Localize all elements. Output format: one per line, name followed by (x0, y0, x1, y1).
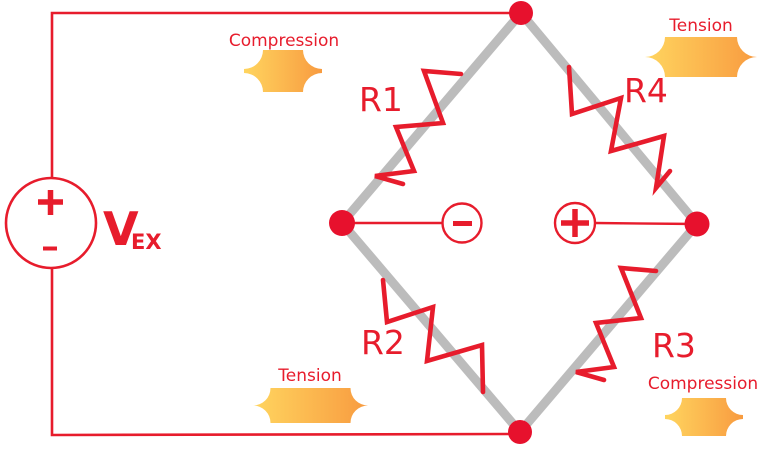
resistor-label-r1: R1 (359, 80, 403, 119)
bridge-arms (338, 10, 701, 435)
node-right (684, 211, 710, 237)
voltage-symbol: V (103, 202, 139, 256)
gauge-zigzag-r4 (566, 64, 673, 196)
node-bottom (508, 420, 532, 444)
arm-r4 (517, 10, 701, 227)
compression-badge-bottom-right (665, 398, 743, 436)
arm-r1 (338, 10, 525, 226)
node-top (509, 1, 533, 25)
tension-badge-top-right (645, 37, 757, 77)
resistor-label-r2: R2 (361, 323, 405, 362)
plus-icon (561, 209, 589, 237)
tension-label-bottom-left: Tension (278, 366, 342, 386)
voltage-source-circle (4, 176, 98, 270)
compression-label-bottom-right: Compression (647, 374, 759, 394)
output-lead-plus (594, 221, 698, 226)
voltage-subscript: EX (131, 230, 162, 254)
gauge-zigzag-r1 (374, 68, 464, 187)
gauge-zigzag-r2 (380, 277, 486, 395)
excitation-voltage-label: V EX (103, 202, 162, 256)
arm-r3 (516, 221, 701, 435)
compression-label-top-left: Compression (228, 31, 340, 51)
bridge-nodes (329, 1, 710, 444)
resistor-label-r3: R3 (652, 326, 696, 365)
tension-label-top-right: Tension (669, 16, 733, 36)
source-plus-icon (38, 190, 63, 215)
excitation-wire (50, 11, 510, 437)
tension-badge-bottom-left (253, 388, 368, 423)
node-left (329, 210, 355, 236)
gauge-zigzag-r3 (575, 265, 659, 383)
compression-badge-top-left (244, 50, 322, 92)
resistor-label-r4: R4 (624, 71, 668, 110)
